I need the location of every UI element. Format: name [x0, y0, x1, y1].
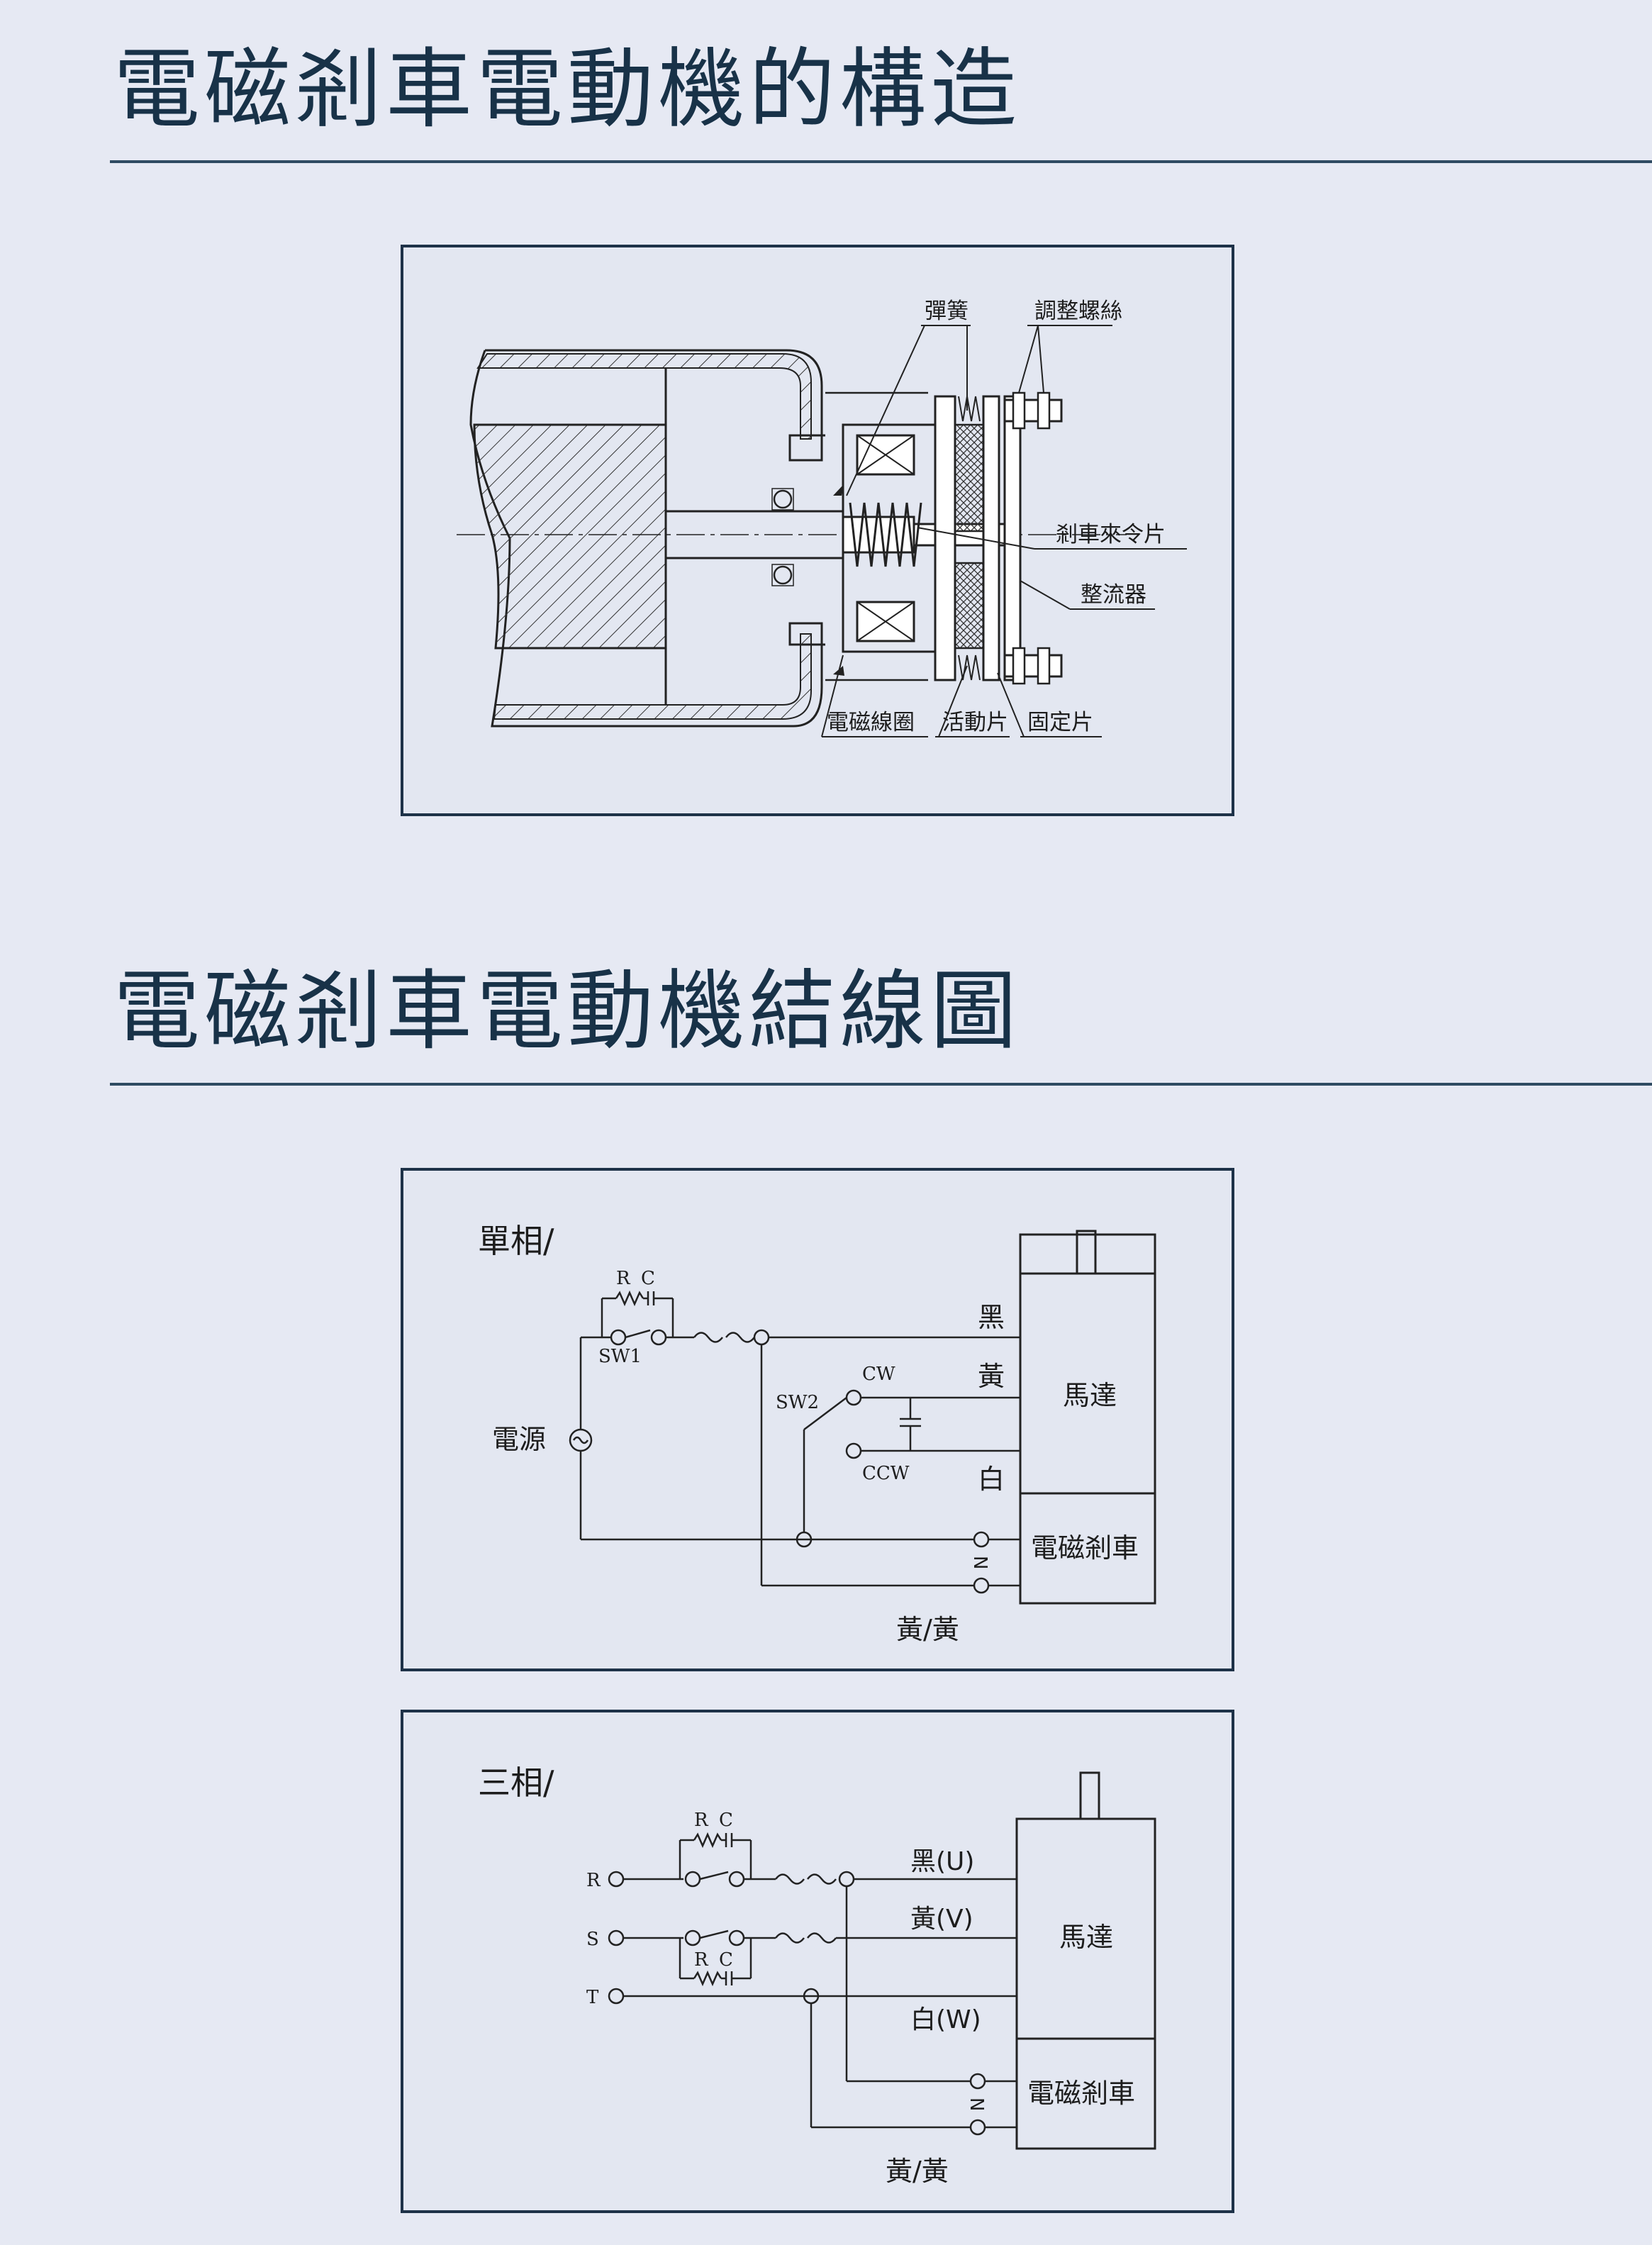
wire-white-w-label: 白(W): [910, 2005, 981, 2034]
brake-box: [1019, 1492, 1156, 1605]
wire-yellow-label: 黃: [978, 1361, 1005, 1392]
motor-label: 馬達: [1059, 1922, 1113, 1953]
terminal-s-label: S: [586, 1929, 599, 1950]
wire-yellow-v-label: 黃(V): [910, 1905, 973, 1934]
yellow-yellow-label: 黃/黃: [886, 2156, 949, 2187]
terminal-r-label: R: [586, 1870, 601, 1891]
motor-label: 馬達: [1063, 1380, 1117, 1411]
brake-n-label: N: [969, 1556, 990, 1569]
label-rectifier: 整流器: [1081, 582, 1146, 608]
label-coil: 電磁線圈: [827, 710, 915, 735]
brake-box: [1015, 2037, 1156, 2150]
ccw-label: CCW: [862, 1463, 910, 1484]
title-rule: [110, 1083, 1652, 1086]
single-phase-wiring-panel: 單相/ 馬達 電磁剎車: [401, 1168, 1234, 1671]
label-spring: 彈簧: [925, 299, 969, 324]
terminal-t-label: T: [586, 1987, 599, 2008]
three-phase-wiring-panel: 三相/ 馬達 電磁剎車: [401, 1710, 1234, 2213]
label-moving-plate: 活動片: [942, 710, 1008, 735]
rc2-c-label: C: [719, 1949, 733, 1971]
wire-white-label: 白: [978, 1464, 1005, 1495]
rc1-r-label: R: [694, 1810, 709, 1831]
wire-black-u-label: 黑(U): [910, 1847, 974, 1876]
section-title-wiring: 電磁剎車電動機結線圖: [113, 961, 1021, 1062]
brake-motor-cross-section: 彈簧 調整螺絲 剎車來令片 整流器 電磁線圈 活動片 固定片: [457, 299, 1187, 737]
wire-black-label: 黑: [978, 1302, 1005, 1333]
power-label: 電源: [492, 1424, 546, 1455]
rc2-r-label: R: [694, 1949, 709, 1971]
sw1-label: SW1: [598, 1346, 642, 1367]
yellow-yellow-label: 黃/黃: [896, 1614, 959, 1645]
brake-label: 電磁剎車: [1027, 2078, 1135, 2109]
three-phase-wiring-diagram: 三相/ 馬達 電磁剎車: [478, 1764, 1156, 2187]
section-title-structure: 電磁剎車電動機的構造: [113, 39, 1021, 140]
single-phase-wiring-diagram: 單相/ 馬達 電磁剎車: [478, 1222, 1156, 1645]
label-adjust-screw: 調整螺絲: [1034, 299, 1122, 324]
single-phase-heading: 單相/: [478, 1222, 554, 1260]
three-phase-heading: 三相/: [478, 1764, 554, 1802]
motor-box: [1019, 1272, 1156, 1495]
motor-box: [1015, 1817, 1156, 2040]
rc-r-label: R: [616, 1268, 631, 1289]
title-rule: [110, 160, 1652, 163]
rc-c-label: C: [641, 1268, 655, 1289]
brake-label: 電磁剎車: [1031, 1532, 1139, 1564]
structure-diagram-panel: 彈簧 調整螺絲 剎車來令片 整流器 電磁線圈 活動片 固定片: [401, 245, 1234, 816]
label-brake-lining: 剎車來令片: [1056, 522, 1166, 547]
rc1-c-label: C: [719, 1810, 733, 1831]
brake-n-label: N: [966, 2098, 987, 2111]
sw2-label: SW2: [776, 1392, 819, 1413]
label-fixed-plate: 固定片: [1027, 710, 1093, 735]
cw-label: CW: [862, 1364, 895, 1385]
